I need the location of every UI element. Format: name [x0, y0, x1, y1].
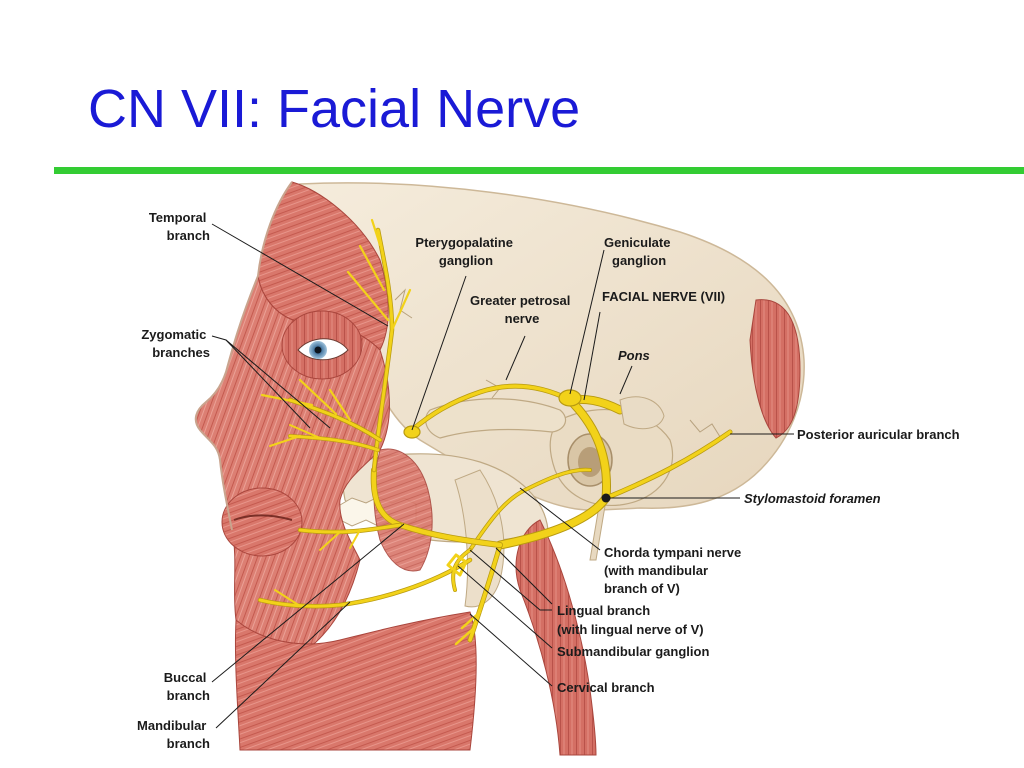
label-submandibular-ganglion: Submandibular ganglion: [557, 644, 709, 659]
label-leader-lines: [211, 223, 794, 729]
label-greater-petrosal-nerve: Greater petrosal nerve: [470, 293, 574, 326]
occipital-muscle: [749, 299, 801, 439]
label-zygomatic-branches: Zygomatic branches: [141, 327, 210, 360]
slide-title: CN VII: Facial Nerve: [88, 79, 581, 139]
label-mandibular-branch: Mandibular branch: [137, 718, 210, 751]
label-buccal-branch: Buccal branch: [164, 670, 210, 703]
label-stylomastoid-foramen: Stylomastoid foramen: [744, 491, 881, 506]
figure-labels: Temporal branch Zygomatic branches Bucca…: [137, 210, 960, 751]
label-posterior-auricular-branch: Posterior auricular branch: [797, 427, 960, 442]
label-chorda-tympani-nerve: Chorda tympani nerve (with mandibular br…: [604, 545, 745, 596]
label-pons: Pons: [618, 348, 650, 363]
label-geniculate-ganglion: Geniculate ganglion: [604, 235, 674, 268]
facial-muscles: [194, 181, 597, 756]
label-cervical-branch: Cervical branch: [557, 680, 655, 695]
label-facial-nerve: FACIAL NERVE (VII): [602, 289, 725, 304]
facial-nerve-branches: [257, 218, 733, 646]
label-lingual-branch: Lingual branch (with lingual nerve of V): [557, 603, 704, 637]
label-temporal-branch: Temporal branch: [149, 210, 210, 243]
title-divider: [54, 167, 1024, 174]
label-pterygopalatine-ganglion: Pterygopalatine ganglion: [415, 235, 516, 268]
